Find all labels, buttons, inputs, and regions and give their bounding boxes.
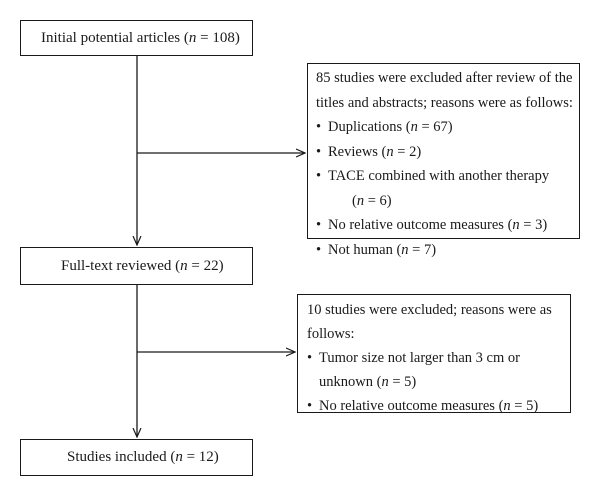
- fulltext-reviewed-box: Full-text reviewed (n = 22): [20, 247, 253, 285]
- exclusion-box-2: 10 studies were excluded; reasons were a…: [297, 294, 571, 414]
- exclusion1-item-duplications: •Duplications (n = 67): [316, 119, 453, 135]
- t-fulltext-text: Full-text reviewed (n = 22): [61, 258, 224, 274]
- initial-articles-box: Initial potential articles (n = 108): [20, 20, 253, 56]
- exclusion2-intro-line1: 10 studies were excluded; reasons were a…: [307, 302, 552, 318]
- exclusion2-intro-line2: follows:: [307, 326, 355, 342]
- exclusion2-item-tumor-size-cont: unknown (n = 5): [307, 370, 552, 394]
- fulltext-reviewed-text: Full-text reviewed (n = 22): [61, 257, 224, 276]
- exclusion1-item-tace-count: (n = 6): [316, 189, 573, 214]
- e2-1-text: unknown (n = 5): [319, 374, 417, 390]
- exclusion1-item-reviews: •Reviews (n = 2): [316, 143, 422, 160]
- exclusion1-intro-line1: 85 studies were excluded after review of…: [316, 70, 573, 86]
- t-initial-text: Initial potential articles (n = 108): [41, 30, 240, 46]
- exclusion1-item-tace: •TACE combined with another therapy: [316, 168, 550, 184]
- e2-2-text: No relative outcome measures (n = 5): [319, 398, 539, 414]
- exclusion1-intro-line2: titles and abstracts; reasons were as fo…: [316, 94, 573, 111]
- studies-included-text: Studies included (n = 12): [67, 448, 219, 467]
- exclusion2-item-no-outcome: •No relative outcome measures (n = 5): [307, 398, 539, 414]
- e1-1-text: Reviews (n = 2): [328, 143, 422, 160]
- studies-included-box: Studies included (n = 12): [20, 439, 253, 476]
- e1-5-text: Not human (n = 7): [328, 241, 437, 258]
- initial-articles-text: Initial potential articles (n = 108): [41, 29, 240, 48]
- exclusion-box-1: 85 studies were excluded after review of…: [307, 63, 580, 258]
- exclusion1-item-no-outcome: •No relative outcome measures (n = 3): [316, 217, 548, 233]
- exclusion2-item-tumor-size: •Tumor size not larger than 3 cm or: [307, 350, 520, 366]
- t-included-text: Studies included (n = 12): [67, 449, 219, 465]
- e1-3-text: (n = 6): [352, 192, 392, 209]
- exclusion1-item-not-human: •Not human (n = 7): [316, 241, 437, 258]
- e1-0-text: Duplications (n = 67): [328, 119, 453, 135]
- e1-4-text: No relative outcome measures (n = 3): [328, 217, 548, 233]
